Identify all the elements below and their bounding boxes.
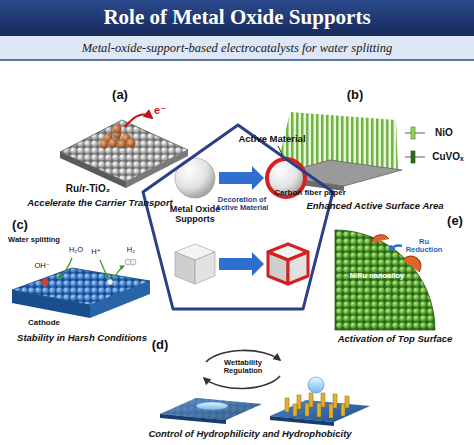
subtitle: Metal-oxide-support-based electrocatalys… xyxy=(4,41,470,55)
panel-c-illustration xyxy=(12,258,150,318)
reduction-arrow xyxy=(390,246,402,251)
oxide-cube xyxy=(195,252,215,284)
nio-symbol xyxy=(411,127,415,139)
panel-d-illustration xyxy=(160,350,370,426)
figure-label: (c) xyxy=(5,218,35,233)
figure-label: Wettability Regulation xyxy=(212,359,274,376)
figure-label: H₂O xyxy=(63,246,89,254)
figure-label: (e) xyxy=(440,214,470,229)
figure-label: Activation of Top Surface xyxy=(320,334,470,345)
cuvox-symbol xyxy=(411,151,415,163)
electron-arrow xyxy=(125,115,152,127)
figure-label: NiRu nanoalloy xyxy=(349,272,405,280)
decoration-arrow xyxy=(219,166,264,190)
figure-label: OH⁻ xyxy=(29,262,55,270)
figure-label: Ru/r-TiO₂ xyxy=(48,183,128,194)
figure-label: H⁺ xyxy=(86,248,106,256)
band-rule xyxy=(0,59,474,61)
plate-side xyxy=(160,414,226,424)
cathode-side xyxy=(90,281,150,318)
figure-label: Water splitting xyxy=(2,236,66,244)
nanoalloy-particle xyxy=(371,235,389,243)
cathode-side xyxy=(12,290,90,318)
node-text: Decoration of Active Material xyxy=(215,196,269,213)
reaction-arrow xyxy=(58,258,72,278)
figure-label: Ru Reduction xyxy=(404,238,444,255)
cycle-arrow xyxy=(204,376,280,389)
pentagon-outline xyxy=(140,122,336,312)
figure-label: NiO xyxy=(427,127,461,138)
decoration-arrow xyxy=(219,252,264,276)
figure-label: Enhanced Active Surface Area xyxy=(280,201,470,212)
lattice-side xyxy=(60,152,126,188)
pentagon-node: Active MaterialMetal Oxide SupportsDecor… xyxy=(140,122,336,312)
pillar-array xyxy=(285,393,349,418)
plate-side xyxy=(270,416,334,426)
reaction-arrow xyxy=(114,266,124,278)
figure-label: CuVOₓ xyxy=(426,151,470,162)
figure-label: Carbon fiber paper xyxy=(260,189,360,198)
figure-label: Accelerate the Carrier Transport xyxy=(5,198,195,209)
figure-label: H₂ xyxy=(121,246,141,254)
oh-adsorbate xyxy=(42,279,49,286)
h2-molecule xyxy=(130,259,136,265)
oxide-cube xyxy=(175,252,195,284)
title-band xyxy=(0,0,474,36)
beaded-droplet xyxy=(308,377,324,393)
figure-label: Stability in Harsh Conditions xyxy=(2,333,162,344)
figure-label: Cathode xyxy=(14,319,74,328)
decorated-cube xyxy=(288,252,308,284)
figure-label: (a) xyxy=(105,88,135,103)
diagram-title: Role of Metal Oxide Supports xyxy=(7,6,467,30)
subtitle-band xyxy=(0,36,474,60)
node-text: Active Material xyxy=(230,134,314,145)
pentagon-border xyxy=(143,125,333,309)
figure-label: e⁻ xyxy=(150,104,170,116)
reaction-arrow xyxy=(100,260,108,278)
figure-label: Control of Hydrophilicity and Hydrophobi… xyxy=(125,429,375,440)
panel-a-illustration xyxy=(60,115,188,188)
ru-cluster xyxy=(100,125,136,149)
figure-label: (d) xyxy=(145,338,175,353)
figure-label: (b) xyxy=(340,88,370,103)
h-adsorbate xyxy=(107,279,113,285)
spread-droplet xyxy=(196,402,228,410)
nanoalloy-particle xyxy=(403,256,421,272)
decorated-cube xyxy=(268,252,288,284)
